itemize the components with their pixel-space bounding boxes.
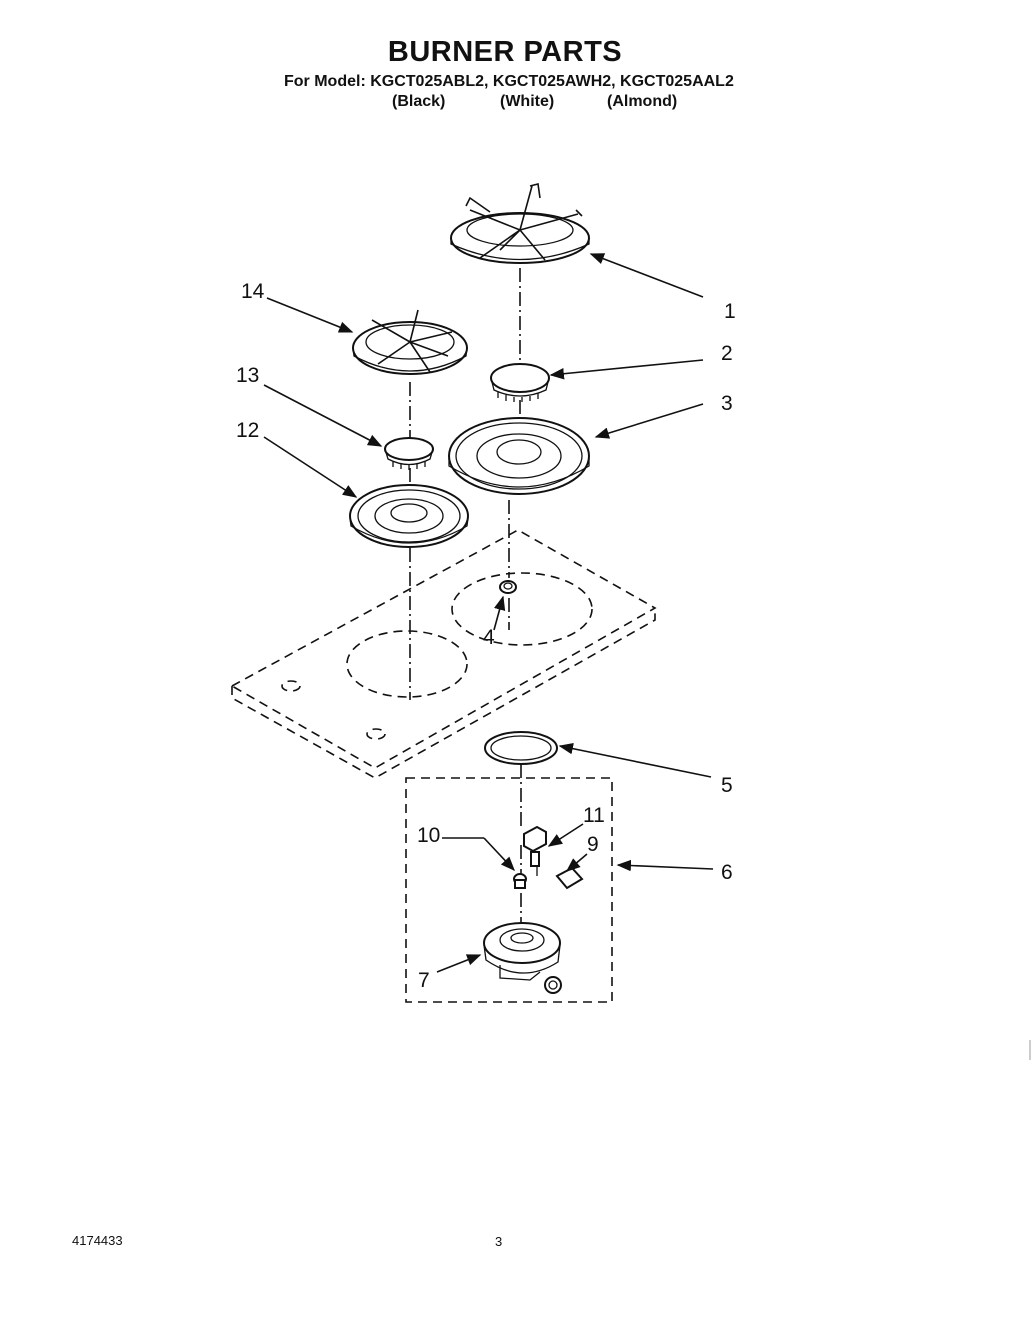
callout-1: 1: [724, 300, 736, 323]
retaining-clip: [555, 866, 584, 890]
callout-5: 5: [721, 774, 733, 797]
callout-4: 4: [483, 626, 495, 649]
page-title: BURNER PARTS: [387, 36, 623, 68]
large-burner-head: [448, 417, 590, 495]
callout-13: 13: [236, 364, 259, 387]
leader-lines: [263, 253, 714, 973]
large-burner-cap: [490, 363, 550, 402]
page-number: 3: [495, 1234, 503, 1249]
mounting-screw: [513, 873, 527, 889]
callout-9: 9: [587, 833, 599, 856]
callout-7: 7: [418, 969, 430, 992]
callout-3: 3: [721, 392, 733, 415]
callout-12: 12: [236, 419, 259, 442]
small-burner-grate: [352, 309, 468, 375]
color-black: (Black): [392, 93, 446, 110]
document-number: 4174433: [72, 1233, 123, 1248]
model-list: For Model: KGCT025ABL2, KGCT025AWH2, KGC…: [284, 73, 734, 90]
burner-base: [483, 922, 562, 994]
small-burner-head: [349, 484, 469, 548]
orifice-nut: [499, 580, 517, 594]
sealing-ring: [484, 731, 558, 765]
callout-11: 11: [583, 804, 605, 827]
callout-14: 14: [241, 280, 265, 303]
large-burner-grate: [450, 183, 590, 264]
callout-2: 2: [721, 342, 733, 365]
color-almond: (Almond): [607, 93, 678, 110]
small-burner-cap: [384, 437, 434, 470]
ignitor-electrode: [523, 825, 547, 876]
callout-6: 6: [721, 861, 733, 884]
callout-10: 10: [417, 824, 440, 847]
burner-base-assembly-box: [405, 777, 613, 1003]
cooktop-outline: [230, 529, 657, 779]
color-white: (White): [500, 93, 555, 110]
